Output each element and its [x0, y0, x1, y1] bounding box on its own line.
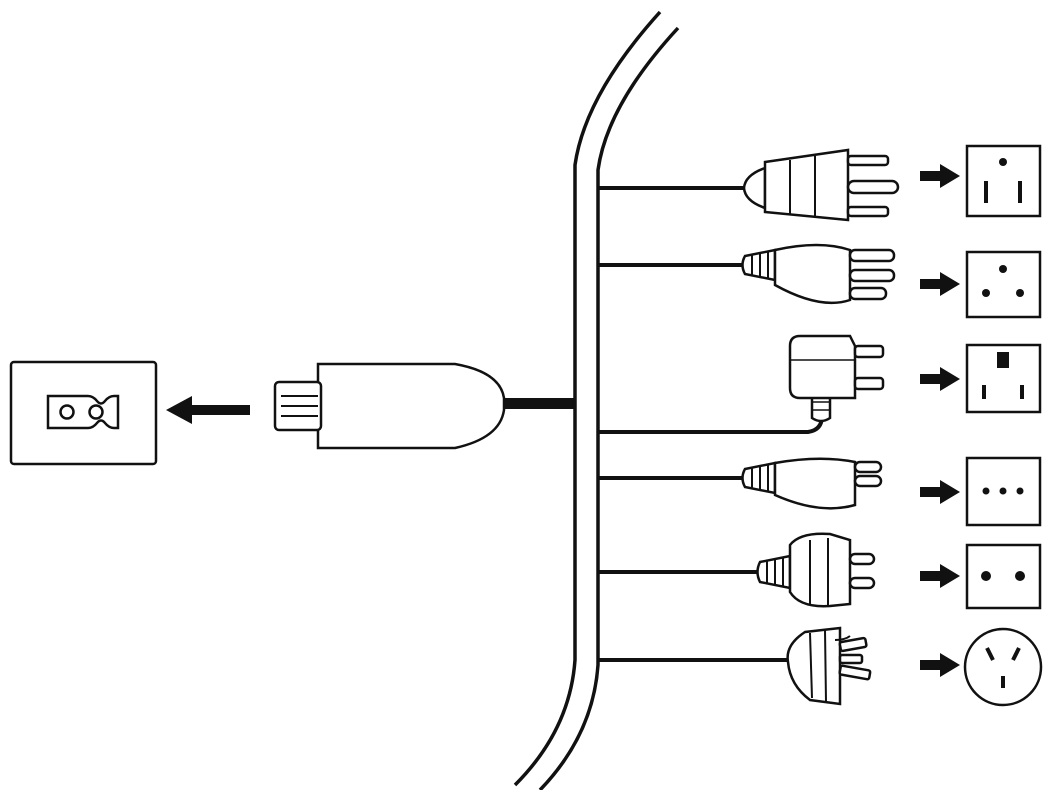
arrow-right-icon — [920, 272, 960, 296]
us-grounded-outlet-icon — [965, 144, 1042, 218]
arrow-right-icon — [920, 564, 960, 588]
australian-outlet-icon — [963, 627, 1043, 707]
arrows-to-outlets — [920, 164, 960, 677]
three-hole-inline-outlet-icon — [965, 456, 1042, 527]
cord-trunk — [513, 10, 680, 790]
schuko-plug-icon — [756, 532, 876, 608]
uk-rectangular-pin-outlet-icon — [965, 343, 1042, 414]
three-round-hole-triangle-outlet-icon — [965, 250, 1042, 319]
c7-figure-8-inlet-icon — [9, 360, 158, 466]
arrow-right-icon — [920, 164, 960, 188]
swiss-three-pin-plug-icon — [741, 457, 883, 510]
arrow-right-icon — [920, 480, 960, 504]
arrow-right-icon — [920, 653, 960, 677]
arrow-right-icon — [920, 367, 960, 391]
australian-plug-icon — [786, 626, 872, 706]
two-round-hole-outlet-icon — [965, 543, 1042, 610]
arrow-to-inlet-icon — [166, 396, 250, 424]
uk-angled-plug-icon — [788, 334, 885, 423]
uk-round-pin-plug-icon — [741, 243, 896, 305]
us-grounded-plug-icon — [742, 148, 900, 222]
c7-connector-icon — [273, 362, 574, 450]
